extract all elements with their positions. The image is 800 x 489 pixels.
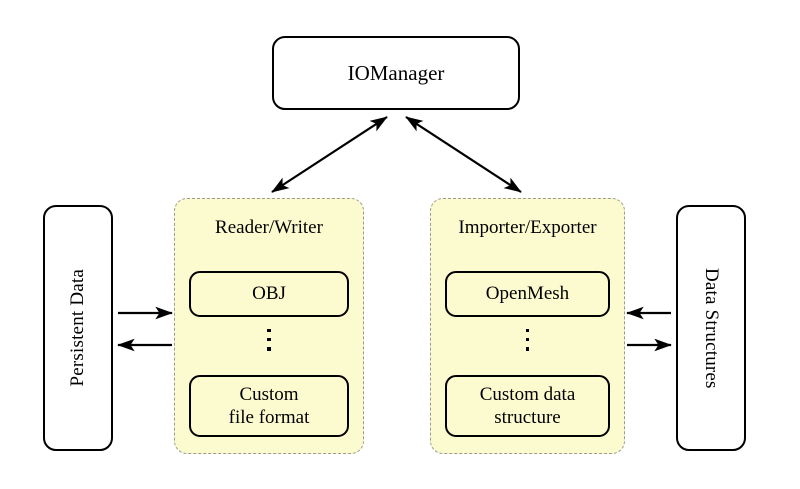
node-iomanager-label: IOManager xyxy=(347,60,445,85)
node-data-structures-label: Data Structures xyxy=(701,267,723,389)
node-openmesh[interactable]: OpenMesh xyxy=(445,271,610,317)
ellipsis-icon-reader-writer xyxy=(175,329,363,351)
node-persistent-data[interactable]: Persistent Data xyxy=(43,205,113,451)
panel-importer-exporter-title: Importer/Exporter xyxy=(458,217,597,238)
ellipsis-icon-importer-exporter xyxy=(431,329,624,351)
arrow-iomanager-reader-writer xyxy=(271,116,388,193)
node-custom-data-structure-line2: structure xyxy=(494,407,561,428)
node-custom-file-format-line2: file format xyxy=(228,407,310,428)
node-custom-data-structure-line1: Custom data xyxy=(479,383,576,405)
node-custom-data-structure[interactable]: Custom data structure xyxy=(445,375,610,437)
node-persistent-data-label: Persistent Data xyxy=(66,269,88,387)
node-obj-label: OBJ xyxy=(252,283,286,305)
node-custom-file-format-line1: Custom xyxy=(239,383,299,405)
node-custom-file-format-label: Custom file format xyxy=(229,383,310,429)
panel-importer-exporter: Importer/Exporter OpenMesh Custom data s… xyxy=(430,198,625,454)
node-custom-file-format[interactable]: Custom file format xyxy=(189,375,349,437)
node-obj[interactable]: OBJ xyxy=(189,271,349,317)
node-iomanager[interactable]: IOManager xyxy=(272,36,520,110)
panel-reader-writer-title: Reader/Writer xyxy=(215,217,323,238)
arrow-iomanager-importer-exporter xyxy=(405,116,522,193)
node-data-structures[interactable]: Data Structures xyxy=(676,205,746,451)
node-openmesh-label: OpenMesh xyxy=(485,283,570,305)
panel-reader-writer: Reader/Writer OBJ Custom file format xyxy=(174,198,364,454)
node-custom-data-structure-label: Custom data structure xyxy=(480,383,576,429)
